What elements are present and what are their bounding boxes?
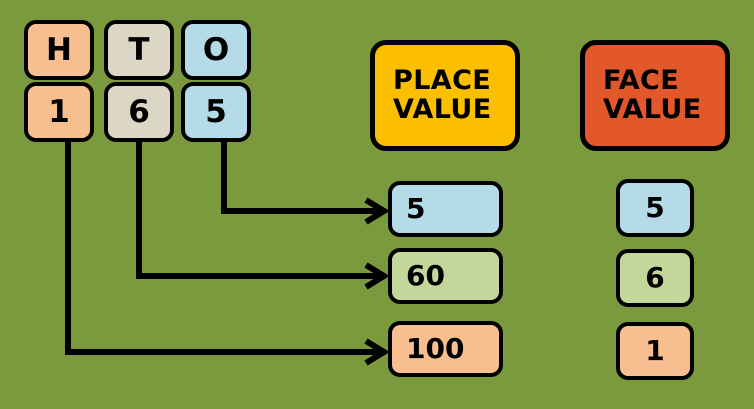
digit-hundreds-label: 1 [48,93,70,130]
face-value-box-hundreds: 1 [616,322,694,380]
connector-ones-to-five [221,142,381,214]
arrowhead-ones-to-five [364,197,390,225]
place-value-box-hundreds-label: 100 [406,332,465,366]
digit-ones-label: 5 [205,93,227,130]
digit-tens: 6 [104,82,174,142]
connector-tens-to-sixty [136,142,381,279]
digit-tens-label: 6 [128,93,150,130]
connector-hundreds-to-hundred [65,142,381,355]
place-value-box-tens-label: 60 [406,259,445,293]
place-header-hundreds: H [24,20,94,80]
place-header-tens: T [104,20,174,80]
face-value-box-tens: 6 [616,249,694,307]
place-value-heading-line1: PLACE [393,65,492,97]
digit-ones: 5 [181,82,251,142]
arrowhead-hundreds-to-hundred [364,338,390,366]
face-value-box-hundreds-label: 1 [645,334,665,368]
face-value-box-ones: 5 [616,179,694,237]
face-value-box-tens-label: 6 [645,261,665,295]
face-value-heading: FACE VALUE [580,40,730,151]
place-value-box-ones: 5 [388,181,503,237]
face-value-heading-line1: FACE [603,65,680,97]
place-header-ones: O [181,20,251,80]
arrowhead-tens-to-sixty [364,262,390,290]
place-value-box-tens: 60 [388,248,503,304]
place-header-ones-label: O [202,31,230,68]
digit-hundreds: 1 [24,82,94,142]
place-value-heading-line2: VALUE [393,93,492,125]
face-value-heading-line2: VALUE [603,93,702,125]
place-value-box-ones-label: 5 [406,192,426,226]
place-header-tens-label: T [128,31,150,68]
place-value-heading: PLACE VALUE [370,40,520,151]
face-value-box-ones-label: 5 [645,191,665,225]
place-value-box-hundreds: 100 [388,321,503,377]
place-header-hundreds-label: H [46,31,72,68]
